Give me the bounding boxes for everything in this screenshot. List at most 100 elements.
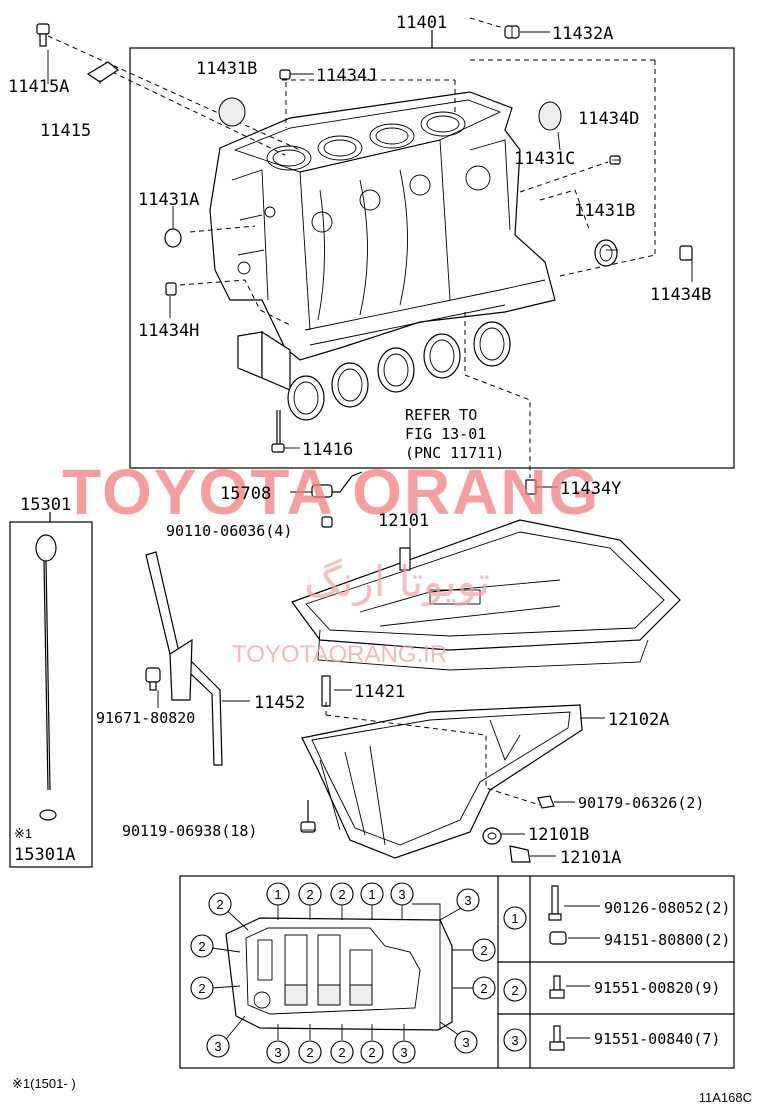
svg-text:2: 2 [306, 1045, 313, 1060]
label-11401: 11401 [396, 13, 447, 33]
svg-text:1: 1 [511, 911, 518, 926]
dipstick-guide-11452[interactable] [145, 551, 223, 766]
watermark-persian: تویوتا ارنگ [304, 557, 490, 606]
label-note-mark: ※1 [14, 826, 32, 841]
label-11431A: 11431A [138, 190, 199, 210]
plug-11434J[interactable] [279, 69, 291, 80]
label-11421: 11421 [354, 682, 405, 702]
refer-line-2: FIG 13-01 [405, 425, 486, 443]
label-15301: 15301 [20, 495, 71, 515]
legend-item-94151: 94151-80800(2) [604, 931, 730, 949]
svg-text:3: 3 [214, 1039, 221, 1054]
label-12101B: 12101B [528, 825, 589, 845]
plug-11431C[interactable] [538, 101, 562, 131]
oil-pan-lower-12102A[interactable] [301, 704, 583, 859]
nut-90179[interactable] [537, 795, 555, 809]
oil-pan-top-view[interactable] [225, 903, 453, 1031]
bearing-cap[interactable] [237, 330, 291, 391]
svg-text:2: 2 [368, 1045, 375, 1060]
bolt-11415A[interactable] [36, 23, 50, 47]
label-11415A: 11415A [8, 77, 69, 97]
watermark-url: TOYOTAORANG.IR [232, 641, 447, 668]
label-11452: 11452 [254, 693, 305, 713]
crankshaft-bearings[interactable] [287, 321, 511, 421]
bolt-11416[interactable] [271, 410, 285, 453]
cylinder-block[interactable] [209, 91, 556, 361]
bolt-90110[interactable] [321, 516, 333, 528]
label-11431C: 11431C [514, 149, 575, 169]
oil-nozzle-15708[interactable] [311, 471, 363, 498]
svg-text:3: 3 [462, 1035, 469, 1050]
label-11416: 11416 [302, 440, 353, 460]
svg-text:3: 3 [274, 1045, 281, 1060]
watermark-main: TOYOTA ORANG [62, 456, 600, 528]
svg-text:1: 1 [274, 887, 281, 902]
pan-callouts-top: 2 1 2 2 1 3 3 [208, 882, 480, 916]
label-90179: 90179-06326(2) [578, 794, 704, 812]
svg-text:2: 2 [198, 981, 205, 996]
svg-text:3: 3 [464, 893, 471, 908]
fastener-detail-frame [179, 875, 735, 1069]
label-12101A: 12101A [560, 848, 621, 868]
legend-item-91551-00820: 91551-00820(9) [594, 979, 720, 997]
plug-11434B[interactable] [679, 245, 693, 261]
legend-labels: 90126-08052(2) 94151-80800(2) 91551-0082… [594, 899, 730, 1048]
label-11434D: 11434D [578, 109, 639, 129]
label-12102A: 12102A [608, 710, 669, 730]
pan-callouts-right: 2 2 [472, 938, 496, 1000]
legend-key-1: 1 [503, 906, 527, 930]
refer-line-3: (PNC 11711) [405, 444, 504, 462]
pan-callouts-left: 2 2 3 [190, 934, 230, 1058]
label-15301A: 15301A [14, 845, 75, 865]
label-11431B-top: 11431B [196, 59, 257, 79]
label-11432A: 11432A [552, 24, 613, 44]
label-11434J: 11434J [316, 66, 377, 86]
nut-icon [549, 931, 567, 945]
legend-key-3: 3 [503, 1028, 527, 1052]
dipstick-15301[interactable] [35, 534, 57, 821]
label-91671: 91671-80820 [96, 709, 195, 727]
plug-11431A[interactable] [164, 228, 182, 248]
plug-11431B-top[interactable] [218, 97, 246, 127]
label-11434Y: 11434Y [560, 479, 621, 499]
svg-text:3: 3 [511, 1033, 518, 1048]
union-11415[interactable] [86, 61, 120, 83]
part-labels: 11401 11432A 11415A 11415 11431B 11434J … [8, 13, 711, 868]
svg-text:2: 2 [216, 897, 223, 912]
svg-text:2: 2 [480, 981, 487, 996]
label-90119: 90119-06938(18) [122, 822, 257, 840]
label-90110: 90110-06036(4) [166, 522, 292, 540]
bolt-icon [549, 1025, 565, 1051]
bolt-90119[interactable] [300, 800, 316, 833]
svg-text:2: 2 [338, 1045, 345, 1060]
gasket-12101B[interactable] [482, 827, 502, 845]
svg-text:3: 3 [400, 1045, 407, 1060]
bolt-icon [548, 885, 562, 921]
plug-11434H[interactable] [165, 282, 177, 296]
stud-11421[interactable] [321, 675, 331, 707]
svg-text:2: 2 [480, 943, 487, 958]
legend-item-90126: 90126-08052(2) [604, 899, 730, 917]
legend-key-2: 2 [503, 978, 527, 1002]
bolt-11432A[interactable] [504, 25, 520, 39]
svg-text:3: 3 [398, 887, 405, 902]
label-11431B-right: 11431B [574, 201, 635, 221]
footnote: ※1(1501- ) [12, 1076, 76, 1091]
svg-text:2: 2 [306, 887, 313, 902]
bolt-icon [549, 975, 565, 999]
label-12101: 12101 [378, 511, 429, 531]
svg-text:1: 1 [368, 887, 375, 902]
label-11434B: 11434B [650, 285, 711, 305]
svg-text:2: 2 [511, 983, 518, 998]
refer-line-1: REFER TO [405, 406, 477, 424]
oil-pan-upper-12101[interactable] [291, 519, 681, 671]
pan-callouts-bottom: 3 2 2 2 3 3 [266, 1030, 478, 1064]
figure-code: 11A168C [699, 1090, 752, 1105]
seal-11431B-right[interactable] [594, 239, 618, 267]
drain-plug-12101A[interactable] [509, 845, 531, 863]
bolt-91671[interactable] [145, 667, 161, 691]
svg-text:2: 2 [338, 887, 345, 902]
svg-text:2: 2 [198, 939, 205, 954]
